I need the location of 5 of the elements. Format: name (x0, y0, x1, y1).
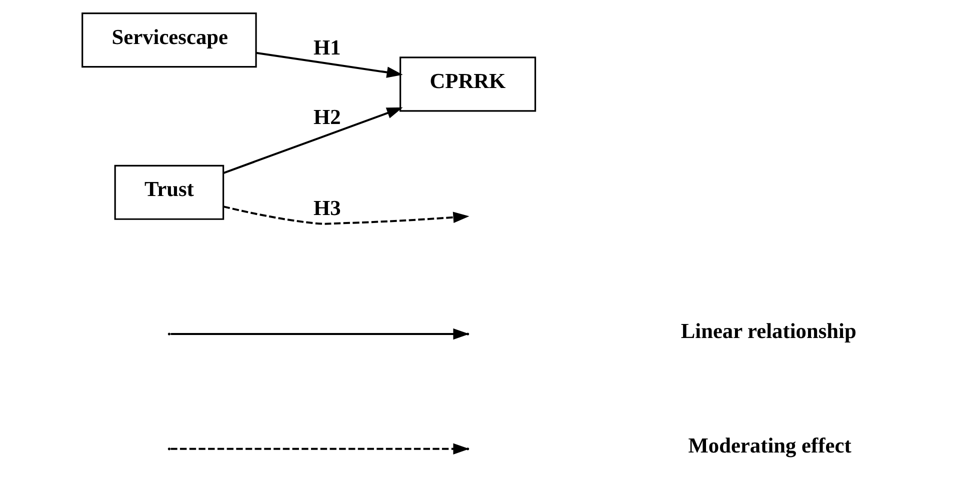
edge-label: H2 (313, 104, 341, 129)
edge-label: H3 (313, 196, 341, 220)
legend-label: Linear relationship (680, 318, 856, 343)
edge-label: H1 (313, 36, 341, 60)
legend-label: Moderating effect (688, 434, 852, 458)
